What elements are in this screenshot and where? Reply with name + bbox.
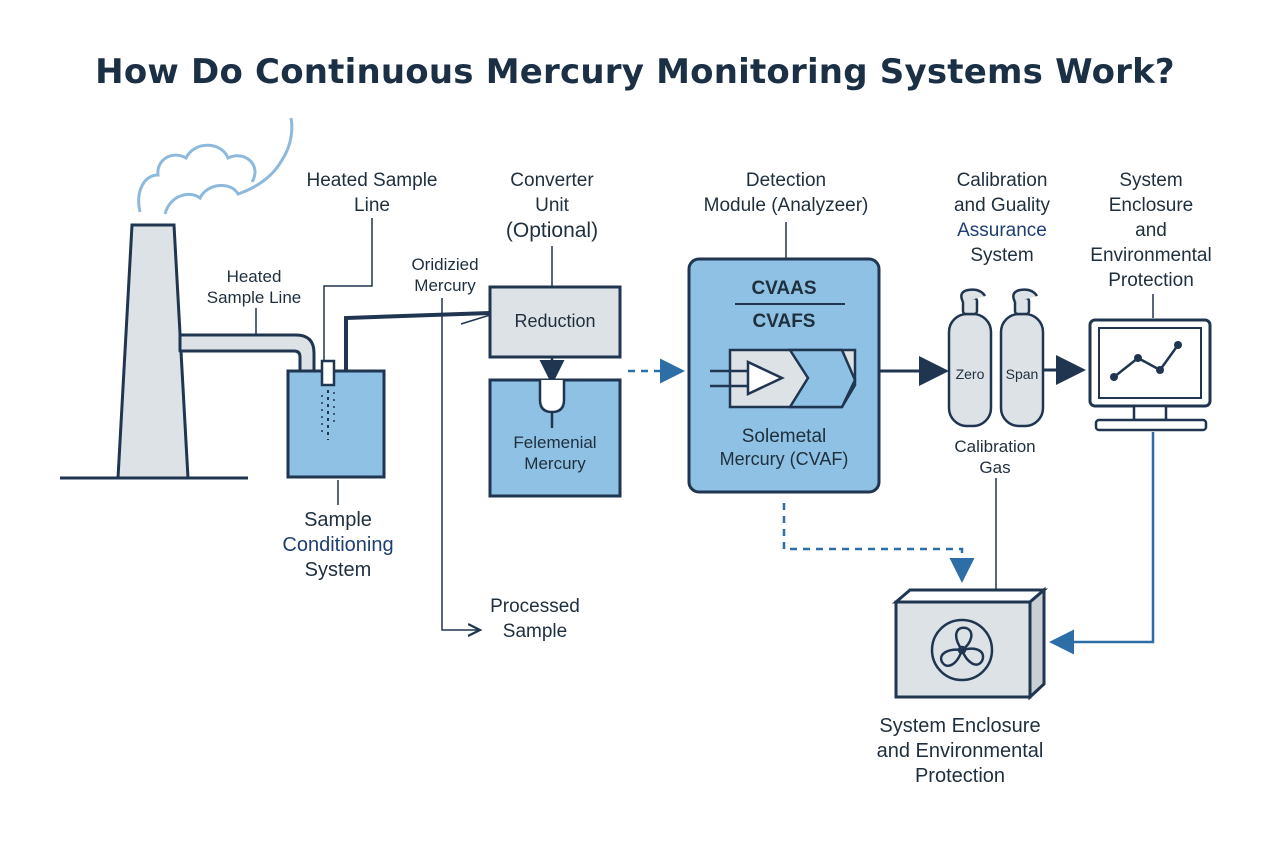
label-heated-sample-line-left: Heated Sample Line: [206, 267, 302, 307]
elemental-mercury-box: [488, 378, 622, 498]
smokestack-icon: [60, 223, 248, 480]
label-elemental-mercury: Felemenial Mercury: [513, 433, 597, 473]
label-heated-sample-line-top: Heated Sample Line: [306, 170, 438, 216]
leader-lines: [255, 218, 1154, 630]
detector-to-enclosure-arrow: [782, 503, 975, 583]
gas-cylinder-icon: [947, 288, 1045, 428]
fan-icon: [930, 618, 994, 682]
label-calibration-qa: Calibration and Guality Assurance System: [953, 170, 1051, 266]
sample-conditioning-tank: [286, 359, 386, 479]
heated-sample-pipe: [178, 333, 316, 374]
label-converter-unit: Converter Unit (Optional): [505, 170, 599, 242]
detector-cell-icon: [710, 348, 857, 409]
reduction-box: [488, 285, 622, 359]
monitor-chart-icon: [1088, 318, 1212, 432]
label-sample-conditioning: Sample Conditioning System: [282, 509, 394, 581]
monitor-to-enclosure-line: [1049, 432, 1155, 655]
label-detection-module: Detection Module (Analyzeer): [703, 170, 869, 216]
label-oxidized-mercury: Oridizied Mercury: [411, 255, 479, 295]
label-cvafs: CVAFS: [752, 311, 816, 332]
cloud-icon: [137, 117, 294, 215]
page-title: How Do Continuous Mercury Monitoring Sys…: [95, 52, 1175, 92]
label-system-enclosure-top: System Enclosure and Environmental Prote…: [1090, 170, 1212, 291]
label-span: Span: [1005, 366, 1039, 382]
label-cvaas: CVAAS: [751, 278, 817, 299]
label-reduction: Reduction: [514, 311, 596, 331]
label-system-enclosure-bottom: System Enclosure and Environmental Prote…: [876, 715, 1044, 787]
label-solemetal-mercury: Solemetal Mercury (CVAF): [719, 426, 849, 469]
label-zero: Zero: [955, 366, 985, 382]
label-processed-sample: Processed Sample: [490, 596, 580, 642]
label-calibration-gas: Calibration Gas: [954, 437, 1036, 477]
